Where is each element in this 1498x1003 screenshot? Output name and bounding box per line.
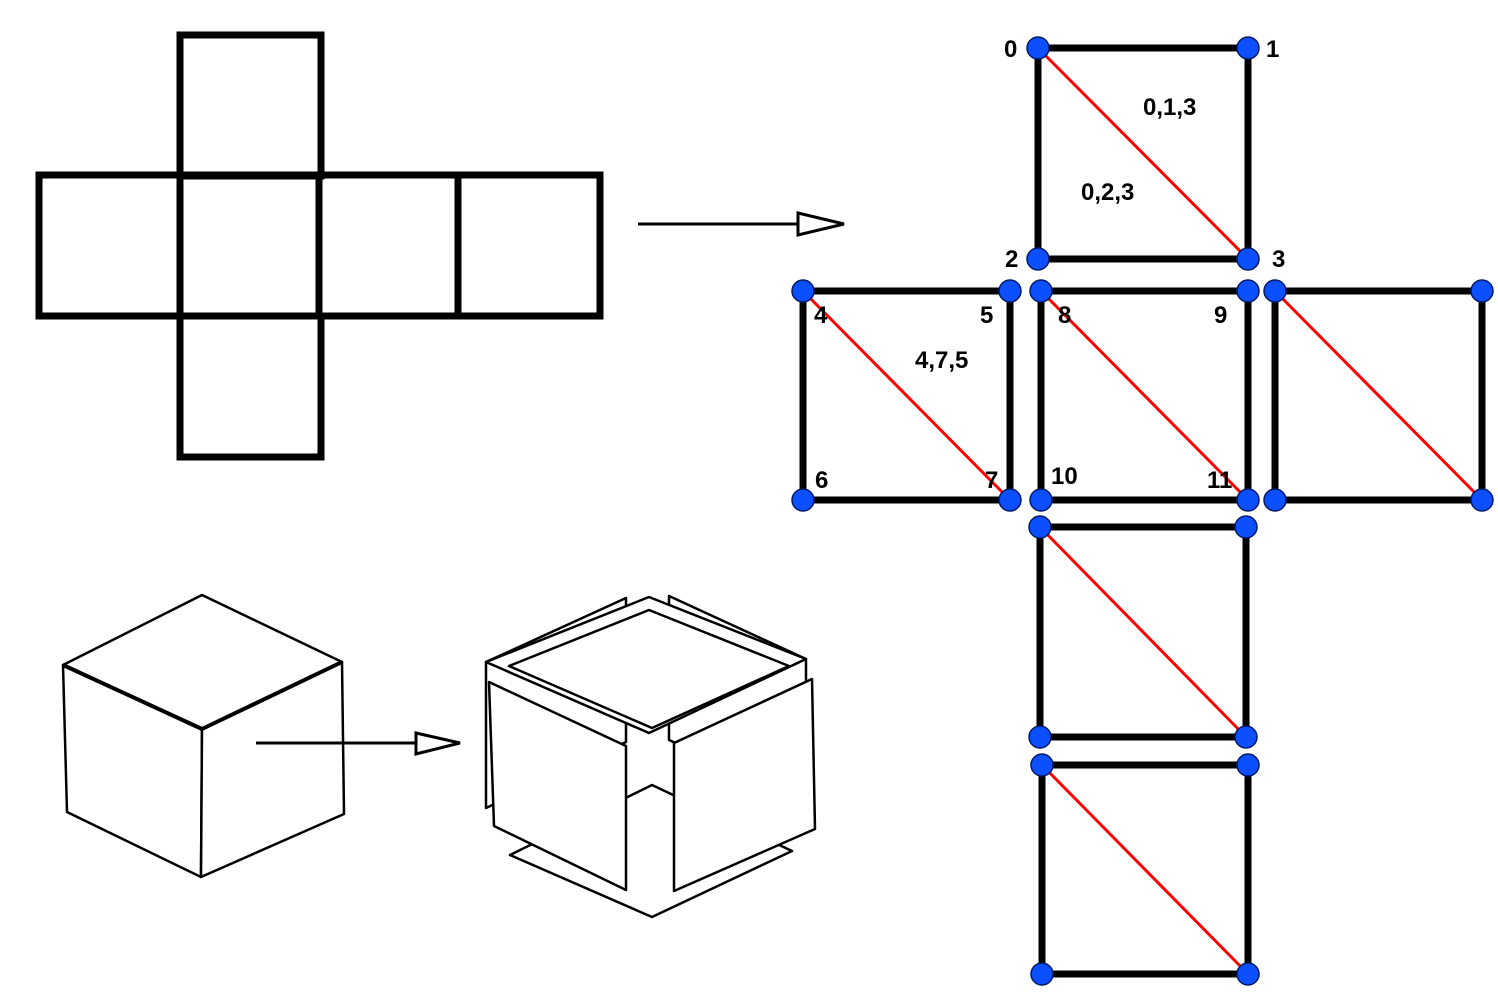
vertex bbox=[1234, 725, 1258, 749]
vertex bbox=[1030, 962, 1054, 986]
vertex bbox=[1470, 488, 1494, 512]
vertex-4 bbox=[791, 279, 815, 303]
vertex-label-5: 5 bbox=[980, 302, 993, 329]
net-face-right bbox=[315, 171, 462, 320]
net-face-left bbox=[35, 171, 184, 320]
cube-net bbox=[35, 31, 604, 461]
vertex bbox=[1234, 515, 1258, 539]
vertex-5 bbox=[998, 279, 1022, 303]
net-face-far-right bbox=[454, 171, 604, 320]
vertex-2 bbox=[1026, 247, 1050, 271]
vertex bbox=[1263, 279, 1287, 303]
vertex bbox=[1470, 279, 1494, 303]
exploded-cube bbox=[484, 594, 817, 919]
vertex-6 bbox=[791, 488, 815, 512]
triangle-label-475: 4,7,5 bbox=[915, 347, 968, 374]
vertex-0 bbox=[1026, 36, 1050, 60]
vertex-label-3: 3 bbox=[1272, 246, 1285, 273]
vertex-8 bbox=[1029, 279, 1053, 303]
vertex-label-6: 6 bbox=[815, 467, 828, 494]
net-face-center bbox=[176, 171, 323, 320]
vertex bbox=[1236, 753, 1260, 777]
vertex bbox=[1236, 962, 1260, 986]
solid-cube bbox=[61, 593, 346, 879]
vertex-label-7: 7 bbox=[985, 467, 998, 494]
vertex bbox=[1028, 725, 1052, 749]
face-right bbox=[1263, 279, 1494, 512]
face-bottom bbox=[1030, 753, 1260, 986]
net-face-top bbox=[176, 31, 325, 180]
vertex-label-10: 10 bbox=[1051, 463, 1078, 490]
vertex-7 bbox=[998, 488, 1022, 512]
face-left bbox=[791, 279, 1022, 512]
vertex bbox=[1030, 753, 1054, 777]
vertex-9 bbox=[1236, 279, 1260, 303]
vertex-1 bbox=[1236, 36, 1260, 60]
face-lower bbox=[1028, 515, 1258, 749]
arrow-right-icon bbox=[638, 211, 845, 237]
triangle-label-013: 0,1,3 bbox=[1143, 94, 1196, 121]
face-top bbox=[1026, 36, 1260, 271]
vertex-3 bbox=[1236, 247, 1260, 271]
vertex-label-0: 0 bbox=[1004, 36, 1017, 63]
vertex-label-4: 4 bbox=[814, 302, 828, 329]
triangulated-net: 0 1 2 3 4 5 6 7 8 9 10 11 0,1,3 0,2,3 4,… bbox=[791, 36, 1494, 986]
vertex-label-9: 9 bbox=[1214, 302, 1227, 329]
vertex bbox=[1028, 515, 1052, 539]
vertex-label-2: 2 bbox=[1005, 246, 1018, 273]
vertex-label-1: 1 bbox=[1266, 36, 1279, 63]
triangle-labels: 0,1,3 0,2,3 4,7,5 bbox=[915, 94, 1196, 374]
net-face-bottom bbox=[176, 312, 325, 461]
vertex-10 bbox=[1029, 488, 1053, 512]
vertex-label-8: 8 bbox=[1058, 302, 1071, 329]
vertex-labels: 0 1 2 3 4 5 6 7 8 9 10 11 bbox=[814, 36, 1285, 494]
vertex bbox=[1263, 488, 1287, 512]
triangle-label-023: 0,2,3 bbox=[1081, 179, 1134, 206]
vertex-label-11: 11 bbox=[1207, 467, 1232, 494]
vertex-11 bbox=[1236, 488, 1260, 512]
arrow-right-icon bbox=[256, 731, 461, 756]
face-center bbox=[1029, 279, 1260, 512]
